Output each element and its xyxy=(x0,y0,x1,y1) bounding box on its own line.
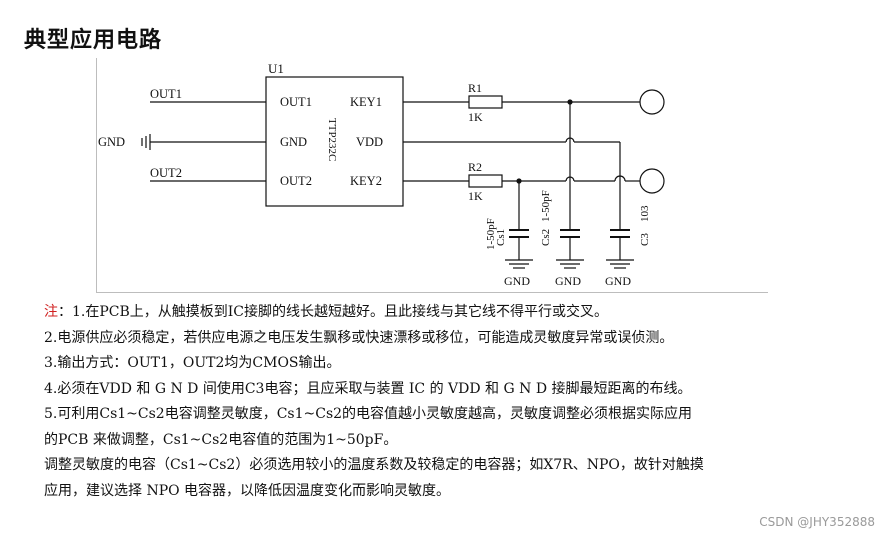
junction-dot xyxy=(567,99,573,105)
net-label-gnd: GND xyxy=(98,135,125,149)
resistor-r1 xyxy=(468,95,503,109)
r1-ref: R1 xyxy=(468,81,482,95)
c3-value: 103 xyxy=(639,205,651,222)
net-label-out2: OUT2 xyxy=(150,166,182,180)
ground-symbol-cs2 xyxy=(556,259,584,269)
notes-section: 注：1.在PCB上，从触摸板到IC接脚的线长越短越好。且此接线与其它线不得平行或… xyxy=(44,300,874,504)
cs1-ref: Cs1 xyxy=(495,229,507,246)
note-line-8: 应用，建议选择 NPO 电容器，以降低因温度变化而影响灵敏度。 xyxy=(44,482,451,499)
note-line-2: 2.电源供应必须稳定，若供应电源之电压发生飘移或快速漂移或移位，可能造成灵敏度异… xyxy=(44,329,674,346)
chip-part-number: TTP232C xyxy=(326,118,338,161)
ground-symbol-cs1 xyxy=(505,259,533,269)
c3-ref: C3 xyxy=(639,233,651,246)
touch-pad-1 xyxy=(639,89,665,115)
note-prefix: 注 xyxy=(44,304,58,320)
pin-label-out1: OUT1 xyxy=(280,95,312,109)
pin-label-gnd: GND xyxy=(280,135,307,149)
ground-symbol-c3 xyxy=(606,259,634,269)
chip-ref-label: U1 xyxy=(268,61,284,76)
note-line-4: 4.必须在VDD 和 G N D 间使用C3电容；且应采取与装置 IC 的 VD… xyxy=(44,380,692,397)
touch-pad-2 xyxy=(639,168,665,194)
pin-label-key1: KEY1 xyxy=(350,95,382,109)
pin-label-key2: KEY2 xyxy=(350,174,382,188)
gnd-label-cs2: GND xyxy=(555,274,581,288)
cs1-value: 1-50pF xyxy=(485,218,497,250)
note-line-1: 注：1.在PCB上，从触摸板到IC接脚的线长越短越好。且此接线与其它线不得平行或… xyxy=(44,300,874,326)
figure-border-left xyxy=(96,58,97,293)
circuit-schematic: U1 OUT1 GND OUT2 KEY1 VDD KEY2 TTP232C O… xyxy=(98,61,665,288)
page-title: 典型应用电路 xyxy=(24,28,163,53)
capacitor-c3 xyxy=(610,229,630,260)
gnd-label-cs1: GND xyxy=(504,274,530,288)
net-label-out1: OUT1 xyxy=(150,87,182,101)
cs2-ref: Cs2 xyxy=(540,229,552,246)
resistor-r2 xyxy=(468,174,503,188)
capacitor-cs1 xyxy=(509,229,529,260)
r1-value: 1K xyxy=(468,110,483,124)
pin-label-vdd: VDD xyxy=(356,135,383,149)
note-line-7: 调整灵敏度的电容（Cs1~Cs2）必须选用较小的温度系数及较稳定的电容器；如X7… xyxy=(44,457,704,473)
cs2-value: 1-50pF xyxy=(540,190,552,222)
gnd-label-c3: GND xyxy=(605,274,631,288)
pin-label-out2: OUT2 xyxy=(280,174,312,188)
ground-symbol-left xyxy=(141,134,151,150)
watermark: CSDN @JHY352888 xyxy=(759,515,875,529)
figure-border-bottom xyxy=(96,292,768,293)
r2-ref: R2 xyxy=(468,160,482,174)
capacitor-cs2 xyxy=(560,229,580,260)
note-line-3: 3.输出方式：OUT1，OUT2均为CMOS输出。 xyxy=(44,355,341,371)
note-line-6: 的PCB 来做调整，Cs1~Cs2电容值的范围为1~50pF。 xyxy=(44,431,398,448)
note-line-5: 5.可利用Cs1~Cs2电容调整灵敏度，Cs1~Cs2的电容值越小灵敏度越高，灵… xyxy=(44,406,693,422)
note-text-1: ：1.在PCB上，从触摸板到IC接脚的线长越短越好。且此接线与其它线不得平行或交… xyxy=(58,304,609,320)
r2-value: 1K xyxy=(468,189,483,203)
junction-dot xyxy=(516,178,522,184)
